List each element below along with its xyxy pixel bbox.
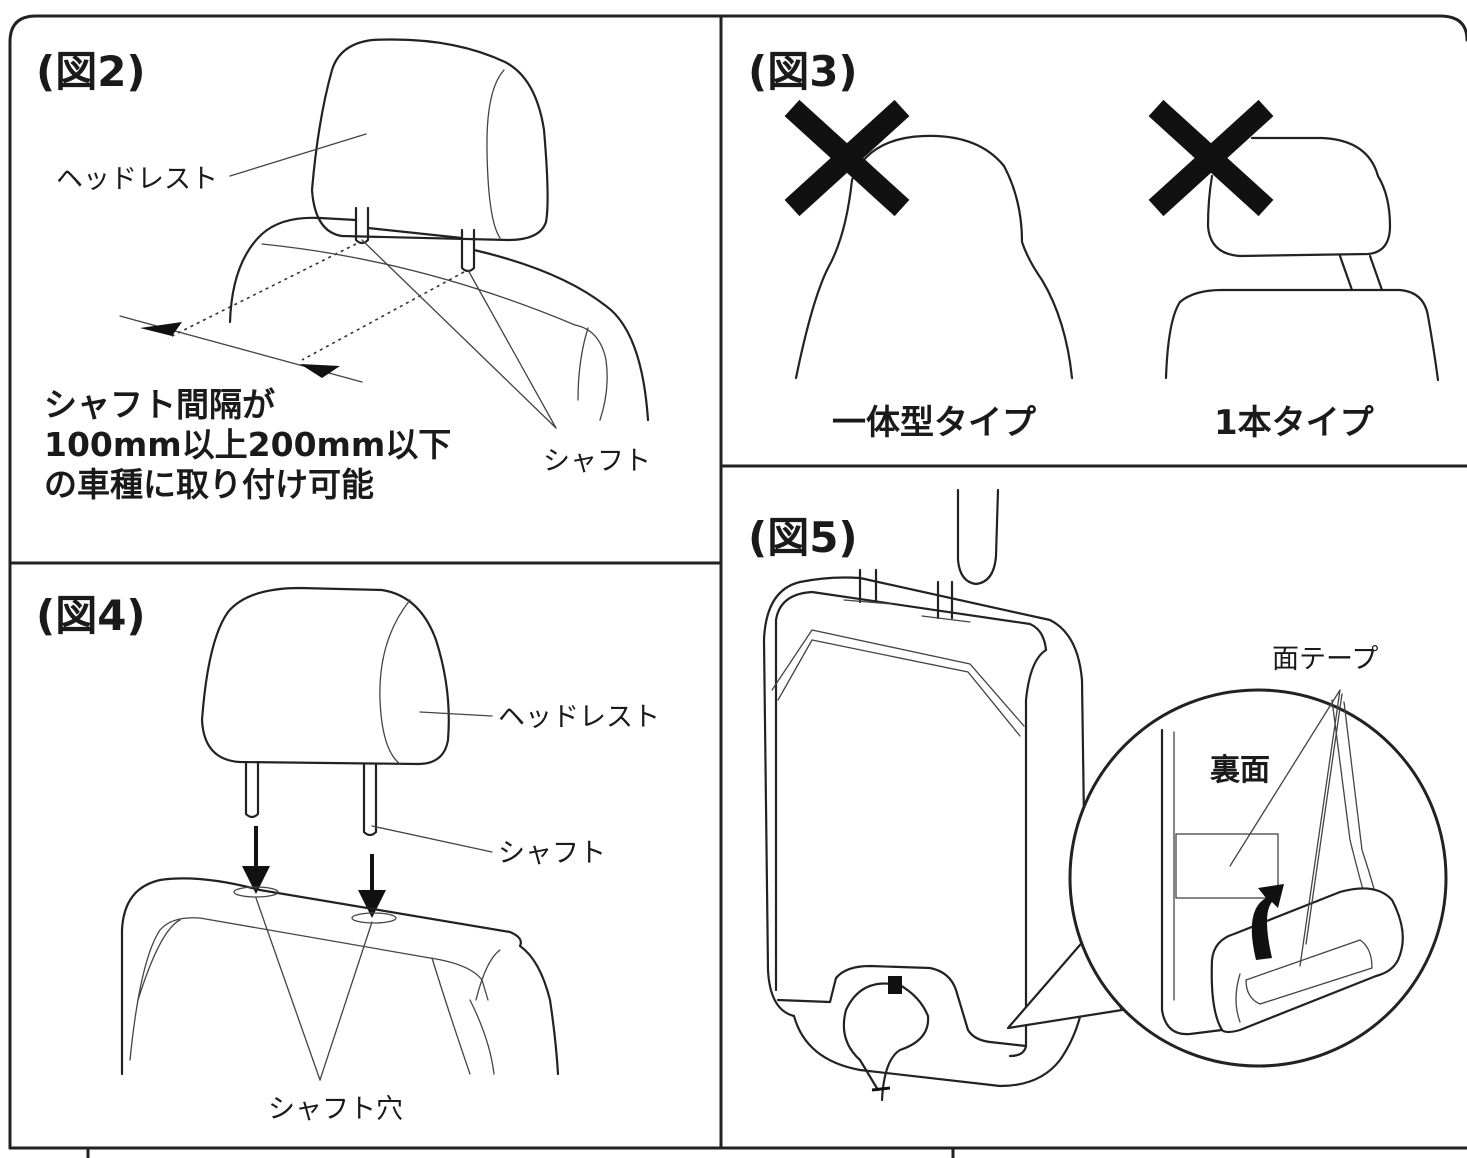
seat-back-organizer-illustration xyxy=(762,568,1088,1088)
figure-3-panel: (図3) 一体型タイプ 1本タイプ xyxy=(748,47,1440,443)
power-cable xyxy=(842,976,930,1102)
integrated-type-seat-illustration xyxy=(794,134,1074,380)
figure-5-title: (図5) xyxy=(748,513,858,562)
shaft-hole-label: シャフト穴 xyxy=(268,1094,403,1125)
figure-4-title: (図4) xyxy=(36,591,146,640)
figure-2-panel: (図2) ヘッドレスト シャフト xyxy=(36,38,651,504)
integrated-type-caption: 一体型タイプ xyxy=(832,403,1036,443)
shaft-spacing-note-line-1: シャフト間隔が xyxy=(44,385,275,424)
panel-frame xyxy=(8,14,1467,1158)
figure-5-panel: (図5) xyxy=(748,488,1448,1102)
shaft-label: シャフト xyxy=(543,446,651,477)
figure-3-title: (図3) xyxy=(748,47,858,96)
single-shaft-type-caption: 1本タイプ xyxy=(1214,403,1374,443)
headrest-shafts xyxy=(244,760,378,837)
rear-side-label: 裏面 xyxy=(1210,753,1270,788)
figure-2-title: (図2) xyxy=(36,47,146,96)
shaft-leader-lines xyxy=(361,239,557,429)
single-shaft-type-seat-illustration xyxy=(1164,136,1440,382)
figure-4-panel: (図4) xyxy=(36,586,660,1125)
shaft-spacing-dimension xyxy=(119,243,465,383)
shaft-spacing-note-line-2: 100mm以上200mm以下 xyxy=(44,425,451,464)
shaft-holes xyxy=(233,886,397,924)
surface-tape-label: 面テープ xyxy=(1272,644,1378,675)
seat-back-illustration xyxy=(120,877,560,1076)
seat-back-illustration xyxy=(228,216,650,422)
shaft-label: シャフト xyxy=(498,838,606,869)
headrest-illustration xyxy=(956,488,1000,586)
insertion-arrows xyxy=(242,826,386,918)
headrest-leader-line xyxy=(229,133,367,177)
headrest-leader-line xyxy=(419,711,493,717)
not-compatible-mark-right xyxy=(1148,99,1274,217)
headrest-illustration xyxy=(310,38,549,242)
headrest-illustration xyxy=(200,586,450,766)
headrest-label: ヘッドレスト xyxy=(56,164,218,195)
rear-side-detail-magnifier xyxy=(1068,688,1448,1068)
headrest-label: ヘッドレスト xyxy=(498,702,660,733)
shaft-spacing-note-line-3: の車種に取り付け可能 xyxy=(44,465,374,504)
not-compatible-mark-left xyxy=(784,99,910,217)
shaft-hole-leader-lines xyxy=(255,897,373,1081)
shaft-leader-line xyxy=(371,825,493,853)
